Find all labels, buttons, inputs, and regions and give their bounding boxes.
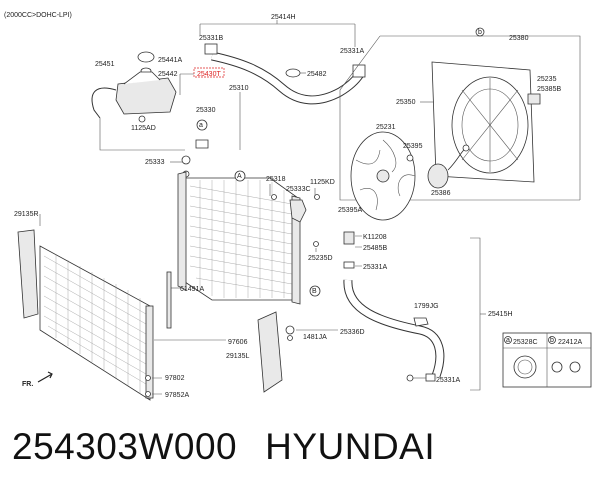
label-25451: 25451 (95, 61, 115, 68)
callout-A: A (237, 173, 242, 180)
plug-22412A-1 (551, 361, 563, 373)
radiator-right-tank (291, 195, 301, 305)
label-25330: 25330 (196, 107, 216, 114)
label-25485B: 25485B (363, 245, 387, 252)
drain-plug-25318 (271, 194, 277, 200)
label-25386: 25386 (431, 190, 451, 197)
label-25235D: 25235D (308, 255, 333, 262)
label-25231: 25231 (376, 124, 396, 131)
callout-b-box: b (550, 337, 554, 344)
label-61491A: 61491A (180, 286, 204, 293)
label-25331A-mid: 25331A (363, 264, 387, 271)
label-25333C: 25333C (286, 186, 311, 193)
label-1481JA: 1481JA (303, 334, 327, 341)
label-29135L: 29135L (226, 353, 249, 360)
bracket-25333C (289, 199, 307, 223)
parts-diagram: (2000CC>DOHC-LPI) 25414H 25331B 25331A 2… (4, 12, 592, 401)
label-K11208: K11208 (363, 234, 387, 241)
label-25235: 25235 (537, 76, 557, 83)
grommet-25333 (181, 155, 191, 165)
fitting-K11208 (343, 231, 355, 245)
brand-name: HYUNDAI (265, 426, 436, 467)
label-97606: 97606 (228, 339, 248, 346)
label-25380: 25380 (509, 35, 529, 42)
clip-1481JA (287, 335, 293, 341)
resistor-25385B (527, 93, 541, 105)
label-25442: 25442 (158, 71, 178, 78)
clip-1799JG (413, 317, 429, 327)
label-25414H: 25414H (271, 14, 296, 21)
label-25331A-bot: 25331A (436, 377, 460, 384)
hose-clamp-25331B (204, 43, 218, 55)
insulator-25336D (285, 325, 295, 335)
label-25385B: 25385B (537, 86, 561, 93)
label-25441A: 25441A (158, 57, 182, 64)
bolt-1125KD (314, 194, 320, 200)
clip-25482 (285, 68, 301, 78)
label-25336D: 25336D (340, 329, 365, 336)
condenser-97606 (39, 245, 151, 401)
label-1799JG: 1799JG (414, 303, 439, 310)
label-25482: 25482 (307, 71, 327, 78)
radiator-cap-25330 (196, 119, 208, 131)
bolt-25235D (313, 241, 319, 247)
engine-spec-note: (2000CC>DOHC-LPI) (4, 12, 72, 19)
label-25331A-top: 25331A (340, 48, 364, 55)
radiator-fins (189, 180, 293, 298)
lower-hose (343, 279, 445, 378)
fan-motor-25386 (427, 163, 449, 189)
leader-25414H (200, 20, 355, 25)
label-25328C: 25328C (513, 339, 538, 346)
overflow-hose (91, 87, 117, 119)
callout-a-box: a (506, 337, 510, 344)
label-25415H: 25415H (488, 311, 513, 318)
callout-a: a (199, 122, 203, 129)
radiator-core-25310 (184, 177, 299, 301)
hose-clamp-25331A-bot (425, 373, 436, 382)
label-25333: 25333 (145, 159, 165, 166)
label-25331B: 25331B (199, 35, 223, 42)
label-29135R: 29135R (14, 211, 39, 218)
label-25318: 25318 (266, 176, 286, 183)
callout-b: b (478, 29, 482, 36)
label-25350: 25350 (396, 99, 416, 106)
label-25395: 25395 (403, 143, 423, 150)
label-25430T: 25430T (197, 71, 221, 78)
highlight-box-25430T (193, 67, 225, 78)
condenser-fins (43, 254, 147, 394)
plug-22412A-2 (569, 361, 581, 373)
footer-caption: 254303W000 HYUNDAI (12, 426, 435, 468)
bolt-1125AD (138, 115, 146, 123)
callout-B: B (312, 288, 317, 295)
part-number: 254303W000 (12, 426, 238, 467)
hose-clamp-25331A (352, 64, 366, 78)
seal-61491A (166, 271, 172, 329)
radiator-left-tank (177, 171, 187, 291)
label-1125KD: 1125KD (310, 179, 335, 186)
coolant-reservoir (115, 77, 177, 115)
label-97852A: 97852A (165, 392, 189, 399)
label-97802: 97802 (165, 375, 185, 382)
front-indicator-label: FR. (22, 381, 33, 388)
label-1125AD: 1125AD (131, 125, 156, 132)
air-guard-29135R (17, 229, 39, 319)
label-22412A: 22412A (558, 339, 582, 346)
label-25395A: 25395A (338, 207, 362, 214)
cap-25328C (513, 355, 537, 379)
hose-clamp-25331A-mid (343, 261, 355, 269)
receiver-drier (145, 305, 154, 399)
filler-neck (195, 139, 209, 149)
front-arrow-icon (37, 371, 53, 383)
air-guard-29135L (257, 311, 283, 393)
label-25310: 25310 (229, 85, 249, 92)
reservoir-cap-25441A (137, 51, 155, 63)
